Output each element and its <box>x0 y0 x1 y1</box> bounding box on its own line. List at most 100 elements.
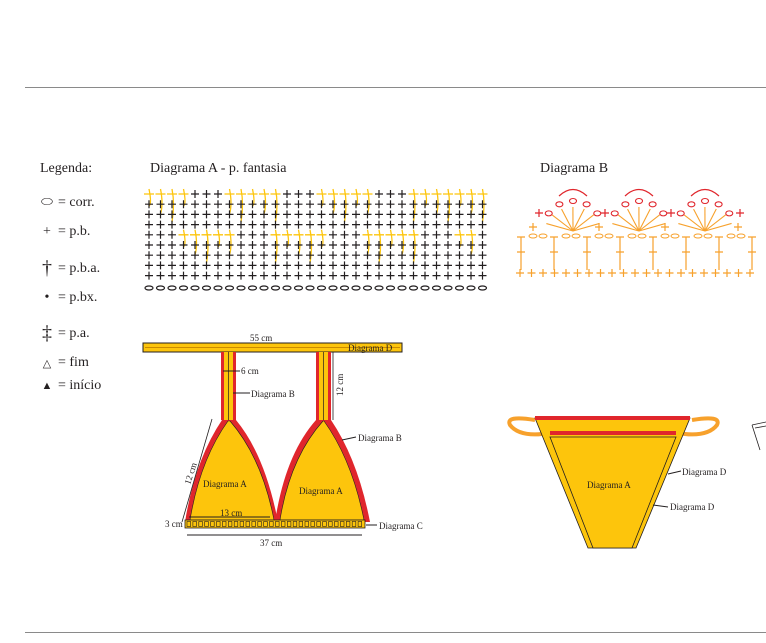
stitch-plus <box>595 223 603 231</box>
stitch-plus <box>398 220 406 229</box>
stitch-plus <box>168 220 176 229</box>
stitch-plus <box>432 241 441 249</box>
stitch-plus <box>168 271 176 280</box>
stitch-plus <box>375 200 383 209</box>
stitch-chain <box>259 285 269 291</box>
stitch-plus <box>409 241 418 249</box>
stitch-chain <box>167 285 177 291</box>
stitch-plus <box>363 200 372 209</box>
bottom-width-label: 37 cm <box>260 538 282 548</box>
stitch-plus <box>306 190 314 198</box>
stitch-plus <box>398 210 406 219</box>
stitch-plus <box>478 200 487 209</box>
stitch-plus <box>237 200 245 209</box>
stitch-plus <box>237 220 245 229</box>
stitch-plus <box>156 261 165 270</box>
legend-label: = p.b.a. <box>58 260 101 276</box>
stitch-chain <box>443 285 453 291</box>
stitch-plus <box>363 210 372 219</box>
stitch-plus <box>585 269 593 277</box>
double-crochet-icon: ‡ <box>42 322 52 344</box>
fan-stitch <box>704 222 732 232</box>
stitch-plus <box>746 269 754 277</box>
stitch-plus <box>225 210 234 219</box>
stitch-plus <box>409 220 418 229</box>
legend-item-corr: ⬭= corr. <box>40 195 95 211</box>
stitch-plus <box>237 261 245 270</box>
stitch-plus <box>248 210 257 219</box>
stitch-plus <box>421 251 429 260</box>
stitch-plus <box>455 261 464 270</box>
band-cell <box>304 521 309 527</box>
fan-stitch <box>612 223 640 232</box>
stitch-plus <box>421 230 429 239</box>
picot <box>687 201 696 208</box>
stitch-chain <box>201 285 212 291</box>
stitch-plus <box>191 200 199 209</box>
stitch-plus <box>444 251 452 260</box>
stitch-plus <box>271 241 280 249</box>
stitch-plus <box>191 220 199 229</box>
stitch-pa <box>550 236 558 270</box>
band-cell <box>239 521 245 527</box>
stitch-plus <box>340 251 349 260</box>
diagram-b-stitch-chart <box>516 188 756 277</box>
stitch-plus <box>156 271 165 280</box>
partial-figure <box>751 421 766 451</box>
stitch-plus <box>340 220 349 229</box>
stitch-plus <box>317 261 326 270</box>
stitch-plus <box>156 241 165 249</box>
band-cell <box>222 521 227 527</box>
picot <box>634 197 644 205</box>
stitch-plus <box>329 200 337 209</box>
fan-stitch <box>678 223 706 232</box>
legend-label: = início <box>58 378 102 393</box>
stitch-plus <box>191 271 199 280</box>
band-cell <box>328 521 333 527</box>
legend-label: = p.bx. <box>58 290 98 305</box>
stitch-plus <box>202 200 211 209</box>
stitch-plus <box>516 269 524 277</box>
band-cell <box>340 521 345 527</box>
bikini-bottom-schematic: Diagrama A Diagrama D Diagrama D <box>507 416 766 549</box>
stitch-plus <box>260 241 268 249</box>
stitch-plus <box>214 271 222 280</box>
band-cell <box>334 521 339 527</box>
band-cell <box>198 521 203 527</box>
stitch-chain <box>293 285 304 291</box>
stitch-plus <box>271 271 280 280</box>
stitch-plus <box>191 210 199 219</box>
fan-stitch <box>638 214 661 232</box>
stitch-plus <box>317 200 326 209</box>
top-divider <box>25 87 766 88</box>
stitch-plus <box>386 251 395 260</box>
band-cell <box>286 521 292 527</box>
stitch-plus <box>317 251 326 260</box>
legend-title: Legenda: <box>40 161 93 176</box>
stitch-plus <box>467 200 475 209</box>
stitch-chain <box>431 285 442 291</box>
strap-label: Diagrama B <box>251 389 295 399</box>
legend-item-pb: += p.b. <box>40 224 90 240</box>
stitch-plus <box>467 271 475 280</box>
stitch-plus <box>455 241 464 249</box>
stitch-pa <box>517 236 525 270</box>
stitch-plus <box>283 261 291 270</box>
stitch-pa <box>583 236 591 270</box>
stitch-pa <box>682 236 690 270</box>
stitch-plus <box>478 210 487 219</box>
stitch-chain <box>224 285 235 291</box>
stitch-plus <box>375 210 383 219</box>
stitch-chain <box>247 285 258 291</box>
fan-stitch <box>572 222 600 232</box>
stitch-plus <box>156 230 165 239</box>
stitch-plus <box>202 261 211 270</box>
stitch-plus <box>386 241 395 249</box>
stitch-plus <box>352 200 360 209</box>
stitch-plus <box>478 230 487 239</box>
stitch-plus <box>214 220 222 229</box>
stitch-plus <box>467 220 475 229</box>
stitch-plus <box>478 261 487 270</box>
stitch-plus <box>260 200 268 209</box>
